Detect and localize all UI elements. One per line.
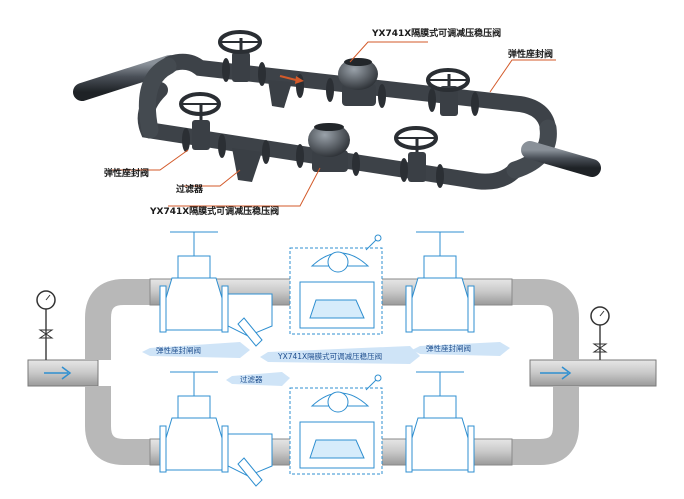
label-prv-top: YX741X隔膜式可调减压稳压阀 [371,27,501,39]
prv-2d-upper [289,234,383,335]
gate-valve-3d-back-right [426,68,470,116]
bypass-loop-2d [85,279,579,465]
prv-2d-lower [289,374,383,475]
flow-arrow-3d [279,75,297,81]
label-strainer-top: 过滤器 [176,183,204,195]
label-2d-prv: YX741X隔膜式可调减压稳压阀 [277,351,382,361]
label-2d-seal-valve-right: 弹性座封闸阀 [426,343,471,353]
flanges-front-3d [182,128,444,188]
label-badges [142,342,510,386]
prv-3d-front [308,123,350,172]
leader-lines [112,41,556,207]
left-elbow-3d [138,57,177,139]
prv-3d-back [338,58,378,106]
label-seal-valve-left: 弹性座封阀 [104,167,149,179]
flow-arrow-head-3d [295,76,304,84]
label-prv-bottom: YX741X隔膜式可调减压稳压阀 [149,205,279,217]
gate-valve-2d-lower-left [159,371,229,473]
strainer-3d-back [268,80,292,108]
gate-valve-3d-back-left [218,30,262,82]
pressure-gauge-right [590,306,610,360]
gate-valve-3d-front-right [394,126,438,182]
gate-valve-3d-front-left [179,92,221,150]
schematic-2d: 弹性座封闸阀 YX741X隔膜式可调减压稳压阀 弹性座封闸阀 过滤器 [27,231,657,487]
label-seal-valve-right: 弹性座封阀 [508,48,553,60]
flow-arrows-2d [44,366,572,380]
label-2d-strainer: 过滤器 [240,374,263,384]
outlet-pipe-3d [521,141,601,177]
pressure-gauge-left [36,290,56,360]
strainer-2d-lower [227,433,273,487]
isometric-assembly: YX741X隔膜式可调减压稳压阀 弹性座封阀 弹性座封阀 过滤器 YX741X隔… [73,27,601,217]
strainer-3d-front [232,148,262,182]
label-2d-seal-valve-left: 弹性座封闸阀 [156,345,201,355]
gate-valve-2d-upper-left [159,231,229,333]
gate-valve-2d-upper-right [405,231,475,333]
strainer-2d-upper [227,293,273,347]
gate-valve-2d-lower-right [405,371,475,473]
